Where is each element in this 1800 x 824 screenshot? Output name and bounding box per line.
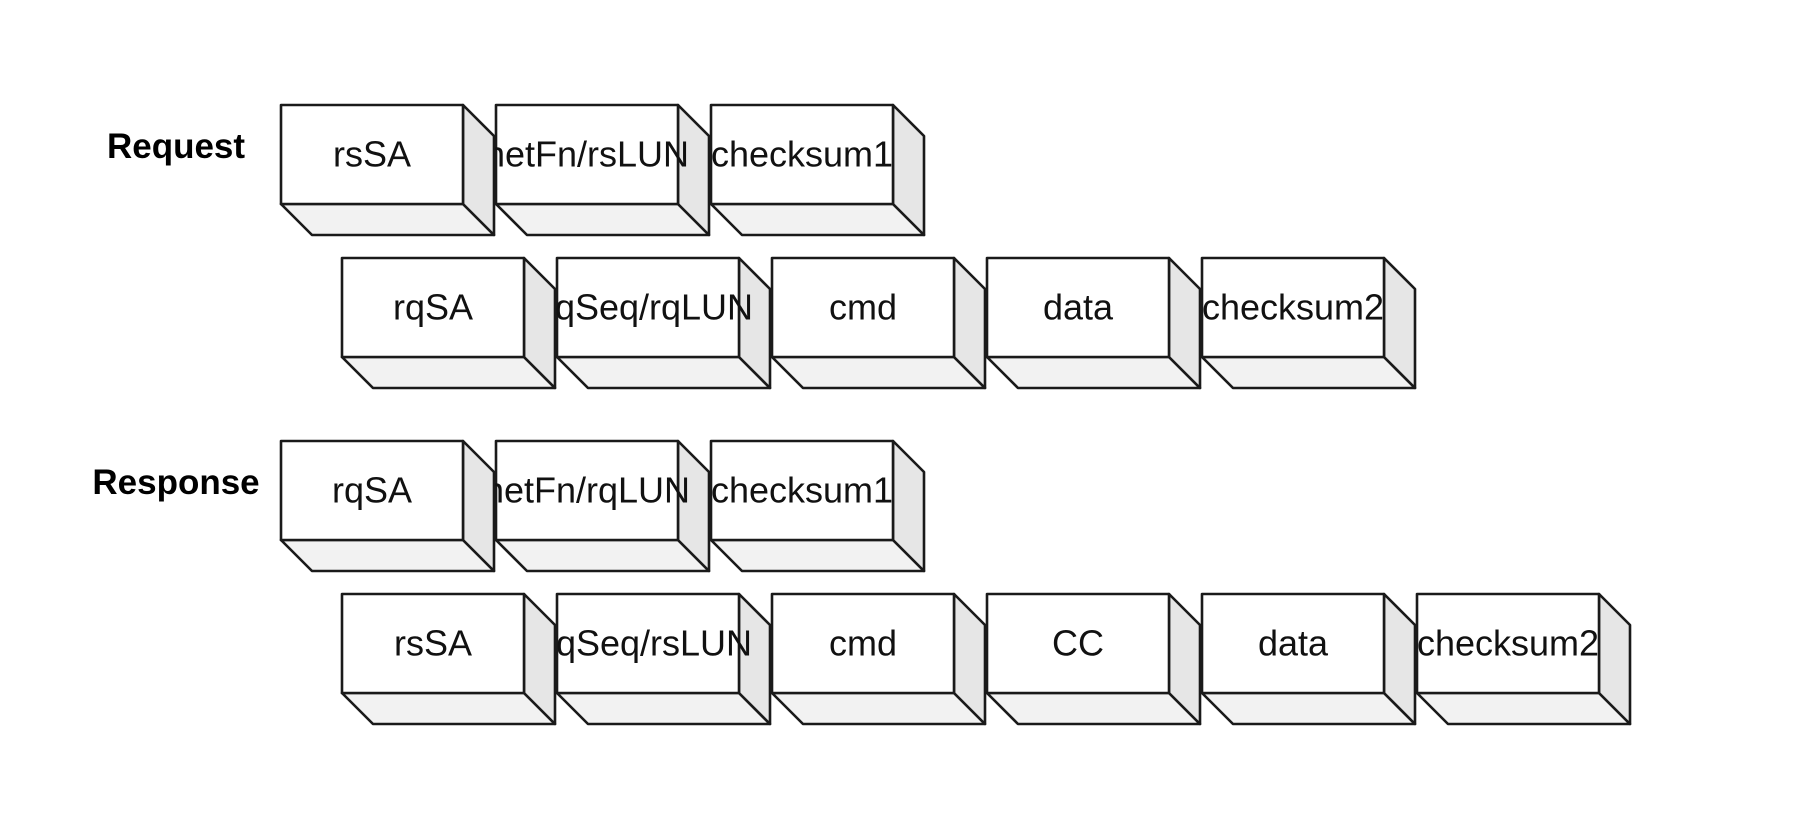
field-label: data: [1043, 287, 1114, 328]
request-frame2-data-block: data: [985, 256, 1202, 390]
response-label: Response: [92, 463, 259, 502]
block-front-face: [555, 592, 741, 695]
block-bottom-face: [1200, 691, 1417, 726]
response-frame2-rssa-block: rsSA: [340, 592, 557, 726]
response-frame1-checksum1-block: checksum1: [709, 439, 926, 573]
block-front-face: [494, 439, 680, 542]
field-label: rsSA: [394, 623, 472, 664]
request-frame1-netfn-rslun-block: netFn/rsLUN: [485, 103, 711, 237]
response-frame2-checksum2-block: checksum2: [1415, 592, 1632, 726]
field-label: netFn/rsLUN: [485, 134, 689, 175]
field-label: rqSeq/rsLUN: [544, 623, 752, 664]
block-front-face: [1415, 592, 1601, 695]
field-label: rqSA: [393, 287, 473, 328]
request-frame2-rqsa-block: rqSA: [340, 256, 557, 390]
request-frame1-checksum1-block: checksum1: [709, 103, 926, 237]
block-front-face: [709, 439, 895, 542]
request-frame2-cmd-block: cmd: [770, 256, 987, 390]
request-frame1-rssa-block: rsSA: [279, 103, 496, 237]
field-label: rqSeq/rqLUN: [543, 287, 753, 328]
block-bottom-face: [770, 355, 987, 390]
block-bottom-face: [985, 355, 1202, 390]
block-bottom-face: [494, 538, 711, 573]
block-bottom-face: [1415, 691, 1632, 726]
field-label: CC: [1052, 623, 1104, 664]
block-bottom-face: [709, 538, 926, 573]
block-bottom-face: [770, 691, 987, 726]
block-bottom-face: [340, 355, 557, 390]
block-front-face: [770, 256, 956, 359]
block-front-face: [340, 256, 526, 359]
field-blocks: checksum1 netFn/rsLUN rsSA checksum2 data cmd…: [279, 103, 1632, 726]
response-frame2-data-block: data: [1200, 592, 1417, 726]
field-label: checksum2: [1202, 287, 1384, 328]
block-bottom-face: [709, 202, 926, 237]
block-front-face: [985, 592, 1171, 695]
block-front-face: [555, 256, 741, 359]
block-front-face: [279, 103, 465, 206]
response-frame2-rqseq-rslun-block: rqSeq/rsLUN: [544, 592, 772, 726]
field-label: cmd: [829, 623, 897, 664]
block-bottom-face: [279, 202, 496, 237]
block-front-face: [340, 592, 526, 695]
request-frame2-rqseq-rqlun-block: rqSeq/rqLUN: [543, 256, 772, 390]
block-front-face: [770, 592, 956, 695]
block-front-face: [279, 439, 465, 542]
block-bottom-face: [494, 202, 711, 237]
response-frame2-cc-block: CC: [985, 592, 1202, 726]
block-bottom-face: [555, 691, 772, 726]
field-label: data: [1258, 623, 1329, 664]
response-frame2-cmd-block: cmd: [770, 592, 987, 726]
response-frame1-netfn-rqlun-block: netFn/rqLUN: [484, 439, 711, 573]
block-bottom-face: [279, 538, 496, 573]
block-bottom-face: [340, 691, 557, 726]
field-label: cmd: [829, 287, 897, 328]
request-frame2-checksum2-block: checksum2: [1200, 256, 1417, 390]
block-bottom-face: [1200, 355, 1417, 390]
field-label: rsSA: [333, 134, 411, 175]
block-bottom-face: [555, 355, 772, 390]
block-front-face: [709, 103, 895, 206]
request-label: Request: [107, 127, 245, 166]
block-bottom-face: [985, 691, 1202, 726]
field-label: checksum2: [1417, 623, 1599, 664]
block-front-face: [1200, 256, 1386, 359]
response-frame1-rqsa-block: rqSA: [279, 439, 496, 573]
field-label: rqSA: [332, 470, 412, 511]
field-label: checksum1: [711, 134, 893, 175]
block-front-face: [494, 103, 680, 206]
block-front-face: [1200, 592, 1386, 695]
field-label: checksum1: [711, 470, 893, 511]
field-label: netFn/rqLUN: [484, 470, 690, 511]
block-front-face: [985, 256, 1171, 359]
